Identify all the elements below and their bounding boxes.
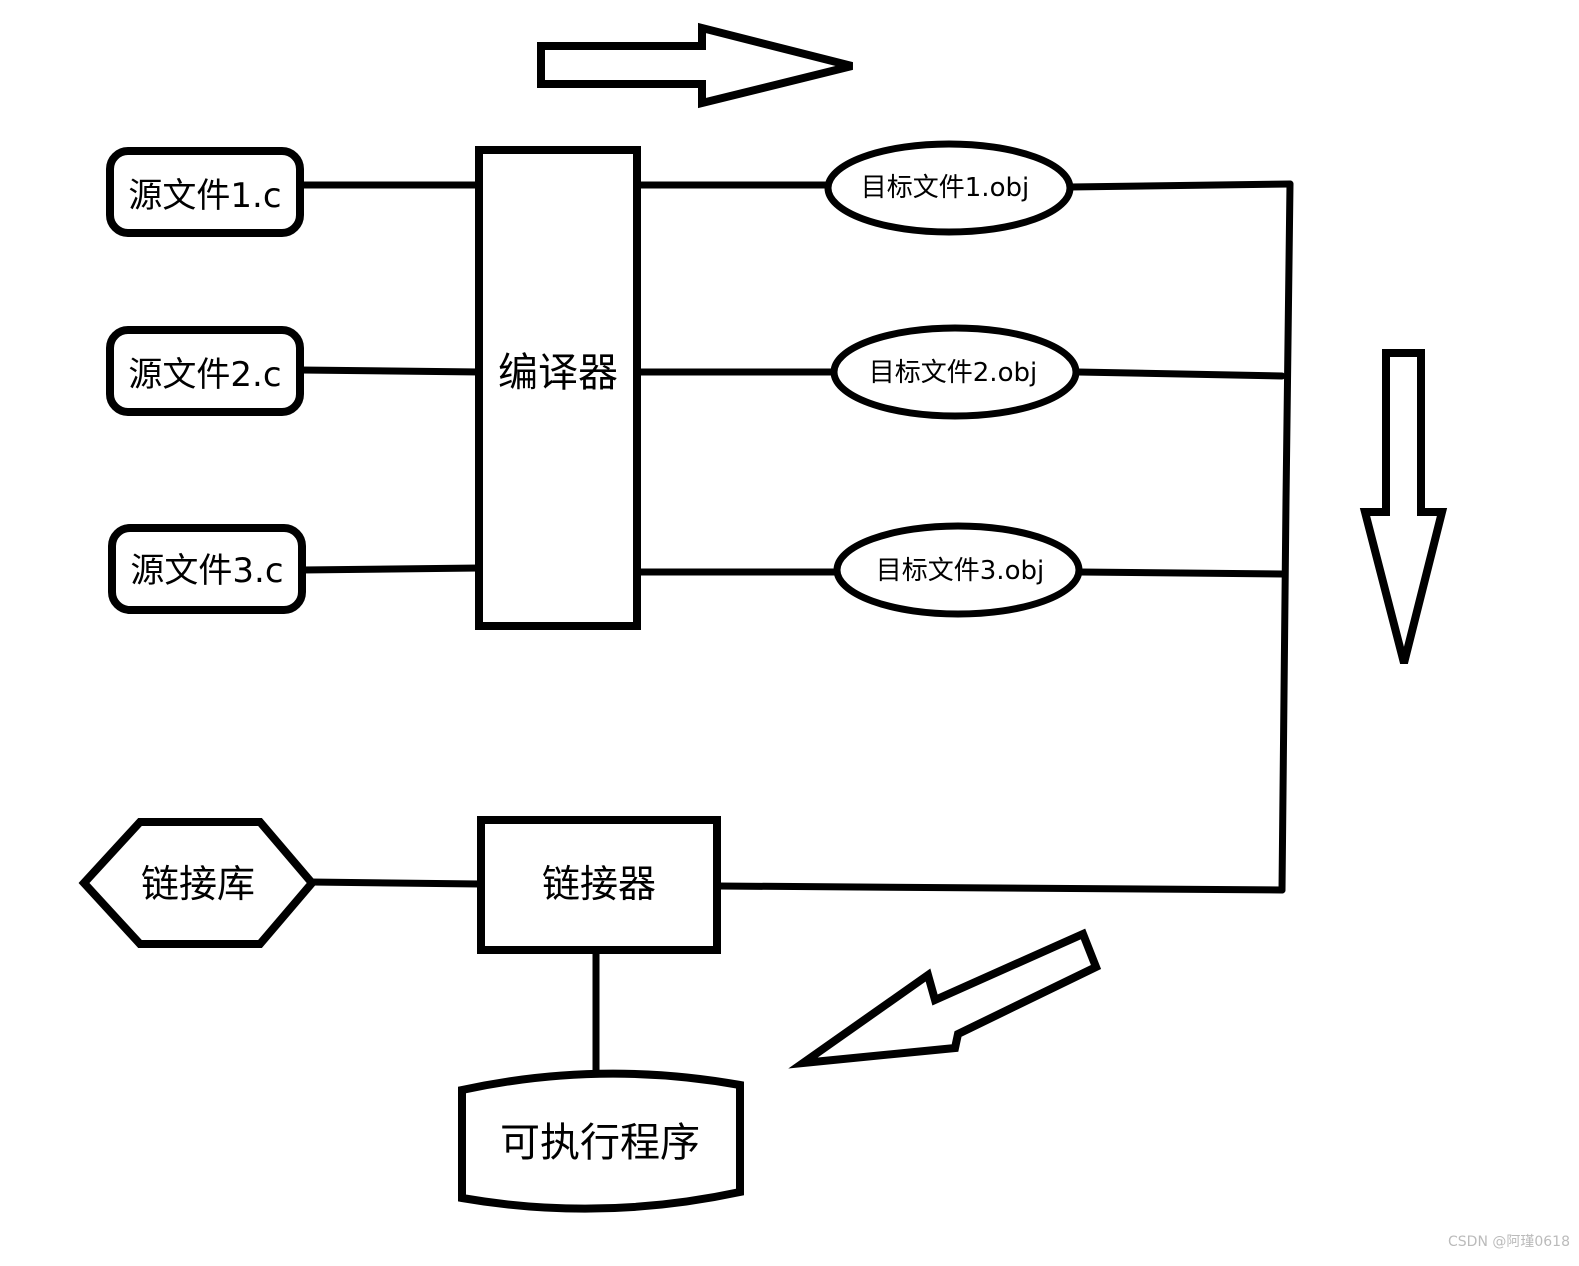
connector-library-linker xyxy=(306,878,484,888)
connectors xyxy=(296,180,1294,1094)
executable-document xyxy=(458,1069,744,1213)
source-file-3-box xyxy=(108,524,306,614)
compiler-box xyxy=(475,146,641,630)
linker-label: 链接器 xyxy=(542,862,656,906)
down-left-arrow-icon xyxy=(788,928,1102,1069)
connector-object1-bus xyxy=(1066,180,1294,191)
compiler-label: 编译器 xyxy=(498,350,618,396)
library-label: 链接库 xyxy=(141,862,255,906)
source-file-1-box xyxy=(106,147,304,237)
source-file-1-label: 源文件1.c xyxy=(128,176,281,216)
watermark: CSDN @阿瑾0618 xyxy=(1448,1234,1570,1250)
object-file-1-ellipse xyxy=(824,140,1074,236)
object-file-2-ellipse xyxy=(830,324,1080,420)
executable-label: 可执行程序 xyxy=(500,1120,700,1166)
connector-object2-bus xyxy=(1074,368,1286,380)
linker-box xyxy=(477,816,721,954)
right-arrow-icon xyxy=(537,22,853,109)
connector-bus-linker xyxy=(714,882,1286,894)
down-arrow-icon xyxy=(1359,349,1448,665)
source-file-3-label: 源文件3.c xyxy=(130,551,283,591)
source-file-2-label: 源文件2.c xyxy=(128,355,281,395)
object-file-1-label: 目标文件1.obj xyxy=(861,173,1029,203)
source-file-2-box xyxy=(106,326,304,416)
library-hexagon xyxy=(78,818,318,948)
connector-source3-compiler xyxy=(298,564,484,574)
object-file-3-ellipse xyxy=(833,522,1083,618)
connector-object3-bus xyxy=(1076,568,1286,578)
object-file-2-label: 目标文件2.obj xyxy=(869,358,1037,388)
object-file-3-label: 目标文件3.obj xyxy=(876,556,1044,586)
bus-line xyxy=(1278,180,1294,894)
connector-source2-compiler xyxy=(296,366,484,376)
